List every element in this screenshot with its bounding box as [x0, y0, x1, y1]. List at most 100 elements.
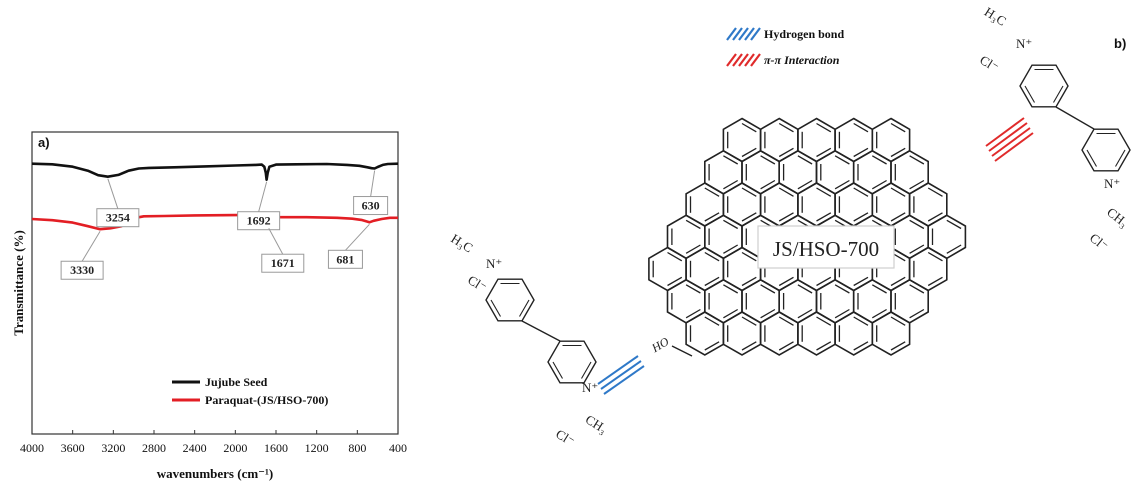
double-bond	[723, 155, 739, 165]
double-bond	[816, 122, 832, 133]
ring-double-bond	[1086, 149, 1097, 167]
aromatic-ring	[759, 182, 799, 227]
annotation-leader	[345, 223, 370, 251]
double-bond	[778, 316, 794, 326]
double-bond	[890, 341, 906, 351]
double-bond	[871, 179, 887, 190]
double-bond	[816, 276, 832, 287]
double-bond	[890, 147, 906, 158]
aromatic-ring	[703, 214, 743, 260]
x-tick-label: 3200	[101, 441, 125, 455]
double-bond	[797, 155, 813, 165]
annotation-box	[261, 253, 305, 273]
aromatic-ring	[797, 117, 836, 163]
aromatic-ring	[685, 311, 725, 356]
chart-legend: Jujube Seed Paraquat-(JS/HSO-700)	[172, 375, 328, 407]
aromatic-ring	[778, 278, 818, 324]
double-bond	[834, 155, 850, 165]
double-bond	[667, 276, 683, 287]
aromatic-ring	[834, 311, 874, 356]
aromatic-ring	[890, 278, 930, 324]
aromatic-ring	[871, 182, 911, 227]
x-tick-label: 1200	[305, 441, 329, 455]
double-bond	[909, 284, 925, 294]
series-line-0	[32, 162, 398, 181]
aromatic-ring	[815, 278, 855, 324]
double-bond	[927, 187, 943, 197]
double-bond	[741, 122, 757, 133]
chloride-bottom-right: Cl⁻	[1087, 230, 1111, 254]
double-bond	[741, 276, 757, 287]
double-bond	[778, 212, 794, 222]
aromatic-ring	[927, 214, 967, 260]
double-bond	[853, 316, 869, 326]
double-bond	[741, 316, 757, 326]
double-bond	[946, 219, 962, 230]
ring-double-bond	[581, 361, 592, 379]
x-tick-label: 4000	[20, 441, 44, 455]
annotation-leader	[268, 227, 284, 255]
annotation-leader	[258, 181, 268, 212]
aromatic-ring	[666, 278, 706, 324]
aromatic-ring	[871, 117, 911, 163]
x-axis-label: wavenumbers (cm⁻¹)	[157, 466, 274, 481]
aromatic-ring	[759, 311, 799, 356]
double-bond	[797, 179, 813, 190]
x-tick-label: 1600	[264, 441, 288, 455]
ring-double-bond	[552, 361, 563, 379]
double-bond	[853, 122, 869, 133]
aromatic-ring	[852, 149, 892, 195]
aromatic-ring	[685, 246, 725, 292]
aromatic-ring	[871, 311, 911, 356]
double-bond	[871, 284, 887, 294]
double-bond	[741, 341, 757, 351]
pyridinium-ring	[1019, 64, 1069, 108]
double-bond	[667, 251, 683, 262]
pyridinium-ring	[547, 340, 597, 384]
double-bond	[778, 341, 794, 351]
double-bond	[741, 251, 757, 262]
double-bond	[760, 179, 776, 190]
double-bond	[723, 244, 739, 254]
aromatic-ring	[722, 117, 762, 163]
aromatic-ring	[741, 278, 781, 324]
y-axis-label: Transmittance (%)	[11, 230, 26, 336]
double-bond	[853, 341, 869, 351]
double-bond	[834, 308, 850, 319]
x-tick-label: 2800	[142, 441, 166, 455]
double-bond	[853, 212, 869, 222]
double-bond	[685, 308, 701, 319]
double-bond	[704, 341, 720, 351]
double-bond	[816, 212, 832, 222]
paraquat-molecule-right: H₃C N⁺ Cl⁻ N⁺ CH₃ Cl⁻	[977, 4, 1131, 254]
pyridinium-ring	[485, 278, 535, 322]
aromatic-ring	[797, 311, 836, 356]
double-bond	[927, 212, 943, 222]
double-bond	[741, 147, 757, 158]
double-bond	[723, 219, 739, 230]
hydrogen-bond-mark	[597, 355, 645, 395]
legend-item-paraquat: Paraquat-(JS/HSO-700)	[172, 393, 328, 407]
aromatic-ring	[815, 149, 855, 195]
double-bond	[797, 284, 813, 294]
n-plus-bottom-right: N⁺	[1104, 176, 1120, 191]
double-bond	[704, 212, 720, 222]
n-plus-top-right: N⁺	[1016, 36, 1032, 51]
bipyridinium-rings-right	[1019, 64, 1131, 172]
aromatic-ring	[666, 214, 706, 260]
double-bond	[778, 147, 794, 158]
double-bond	[704, 187, 720, 197]
double-bond	[909, 155, 925, 165]
double-bond	[890, 187, 906, 197]
chloride-bottom-left: Cl⁻	[553, 426, 577, 449]
aromatic-ring	[703, 278, 743, 324]
ring-double-bond	[1053, 85, 1064, 103]
aromatic-ring	[908, 182, 948, 227]
double-bond	[890, 316, 906, 326]
annotation-label: 630	[362, 199, 380, 213]
pyridinium-ring	[1081, 128, 1131, 172]
svg-text:Paraquat-(JS/HSO-700): Paraquat-(JS/HSO-700)	[205, 393, 328, 407]
plot-frame	[31, 131, 399, 435]
